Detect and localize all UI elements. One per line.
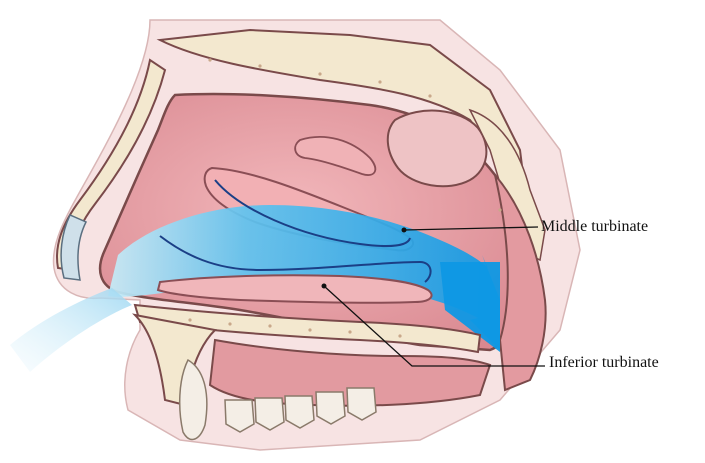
- airflow-arrowhead: [440, 262, 500, 352]
- middle-turbinate-label: Middle turbinate: [541, 218, 649, 235]
- inferior-turbinate: [156, 274, 433, 304]
- bone-trabeculae: [188, 58, 502, 338]
- inferior-turbinate-upper-edge: [159, 235, 432, 283]
- inferior-turbinate-leader-line: [323, 285, 545, 367]
- middle-turbinate-edge: [214, 179, 411, 247]
- molar-tooth: [346, 387, 377, 421]
- molar-tooth: [224, 399, 255, 433]
- incisor-tooth: [178, 358, 208, 441]
- airflow-inlet: [10, 288, 132, 372]
- sphenoid-sinus: [386, 109, 488, 188]
- molar-tooth: [284, 395, 315, 429]
- nasopharynx: [494, 174, 547, 392]
- middle-turbinate-leader-line: [403, 226, 539, 231]
- molar-tooth: [254, 397, 285, 431]
- molar-tooth: [315, 391, 346, 425]
- upper-teeth: [178, 358, 377, 441]
- middle-turbinate-leader-dot: [401, 227, 407, 233]
- nasal-cartilage: [60, 214, 88, 281]
- inferior-turbinate-label: Inferior turbinate: [549, 354, 659, 371]
- superior-turbinate: [294, 136, 377, 176]
- hard-palate: [133, 303, 482, 354]
- inferior-turbinate-leader-dot: [321, 283, 327, 289]
